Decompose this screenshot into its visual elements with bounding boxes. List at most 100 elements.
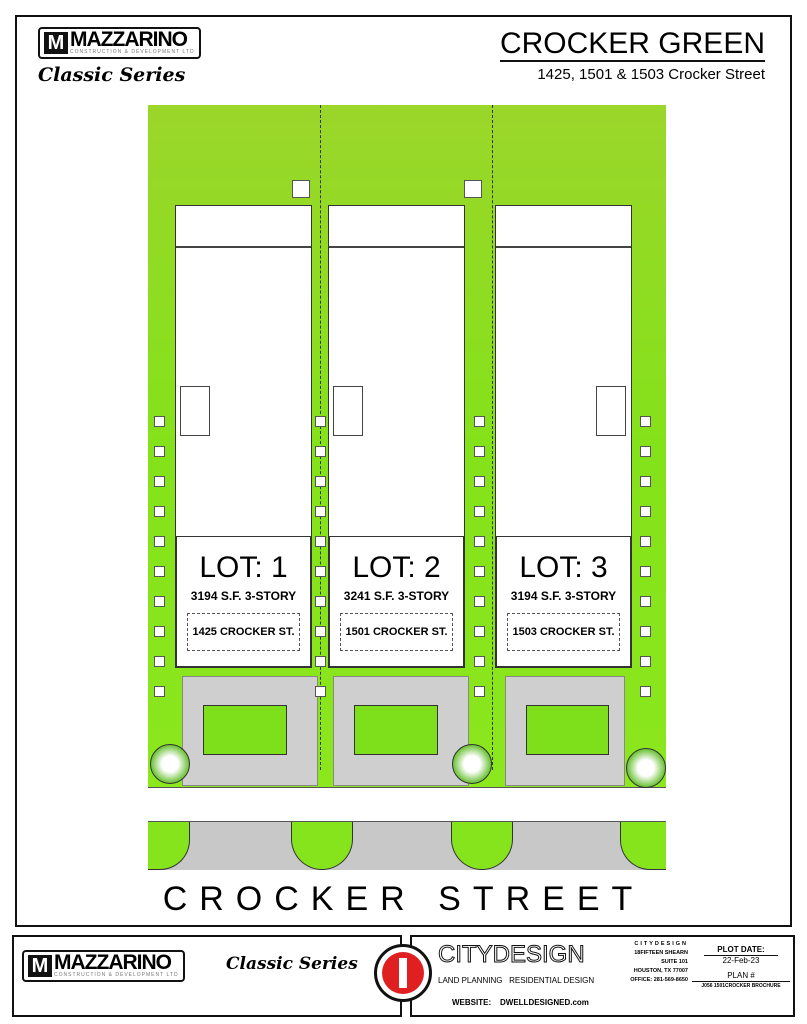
series-label: Classic Series — [38, 64, 186, 86]
wall — [496, 246, 631, 248]
utility-box — [464, 180, 482, 198]
utility-box — [292, 180, 310, 198]
stair — [333, 386, 363, 436]
planter-square — [315, 536, 326, 547]
company-name: MAZZARINO — [70, 28, 188, 51]
driveway — [333, 676, 469, 786]
stair — [596, 386, 626, 436]
planter-square — [315, 566, 326, 577]
plan-label: PLAN # — [727, 971, 755, 980]
lot-area: 3241 S.F. 3-STORY — [343, 589, 450, 603]
company-sub: CONSTRUCTION & DEVELOPMENT LTD — [70, 49, 195, 55]
garage: LOT: 3 3194 S.F. 3-STORY 1503 CROCKER ST… — [496, 536, 631, 667]
street — [148, 822, 666, 870]
planter-square — [474, 596, 485, 607]
designer-name: CITYDESIGN — [438, 941, 586, 969]
plan-number: J056 1501CROCKER BROCHURE — [692, 981, 790, 990]
planter-square — [154, 566, 165, 577]
planter-square — [315, 656, 326, 667]
planter-square — [474, 566, 485, 577]
project-title: CROCKER GREEN — [499, 27, 765, 62]
planter-square — [640, 596, 651, 607]
tree-icon — [452, 744, 492, 784]
lot-area: 3194 S.F. 3-STORY — [190, 589, 297, 603]
curb-planter — [291, 822, 353, 870]
planter-square — [474, 686, 485, 697]
planter-square — [474, 446, 485, 457]
designer-address: CITYDESIGN 18FIFTEEN SHEARN SUITE 101 HO… — [622, 940, 688, 985]
lot-line — [320, 105, 321, 770]
planter-square — [640, 536, 651, 547]
planter-square — [315, 506, 326, 517]
garage: LOT: 2 3241 S.F. 3-STORY 1501 CROCKER ST… — [329, 536, 464, 667]
planter-square — [154, 446, 165, 457]
website-link[interactable]: DWELLDESIGNED.com — [500, 998, 589, 1007]
planter-square — [640, 416, 651, 427]
street-name: CROCKER STREET — [162, 880, 645, 918]
planter-square — [154, 686, 165, 697]
wall — [329, 246, 464, 248]
curb-planter — [451, 822, 513, 870]
planter-square — [640, 476, 651, 487]
lot-line — [492, 105, 493, 770]
lot-address: 1501 CROCKER ST. — [340, 613, 453, 651]
planter-square — [640, 566, 651, 577]
planter-square — [154, 536, 165, 547]
designer-tagline: LAND PLANNING RESIDENTIAL DESIGN — [438, 976, 595, 985]
planter-square — [315, 446, 326, 457]
lot-address: 1503 CROCKER ST. — [507, 613, 620, 651]
house-lot-3: LOT: 3 3194 S.F. 3-STORY 1503 CROCKER ST… — [495, 205, 632, 668]
planter-square — [640, 656, 651, 667]
planter — [526, 705, 609, 755]
lot-area: 3194 S.F. 3-STORY — [510, 589, 617, 603]
m-logo-icon: M — [28, 955, 52, 977]
project-address: 1425, 1501 & 1503 Crocker Street — [537, 66, 765, 83]
planter-square — [474, 506, 485, 517]
planter-square — [154, 416, 165, 427]
m-logo-icon: M — [44, 32, 68, 54]
planter — [203, 705, 287, 755]
driveway — [182, 676, 318, 786]
planter-square — [154, 656, 165, 667]
lot-label: LOT: 1 — [199, 551, 288, 584]
planter-square — [315, 476, 326, 487]
planter-square — [640, 626, 651, 637]
sidewalk — [148, 787, 666, 822]
stair — [180, 386, 210, 436]
planter-square — [154, 626, 165, 637]
address-line: 18FIFTEEN SHEARN — [634, 950, 688, 956]
planter-square — [640, 506, 651, 517]
plot-info: PLOT DATE: 22-Feb-23 PLAN # J056 1501CRO… — [692, 945, 790, 990]
lot-label: LOT: 3 — [519, 551, 608, 584]
plot-date: 22-Feb-23 — [704, 955, 778, 966]
planter-square — [474, 626, 485, 637]
driveway — [505, 676, 625, 786]
citydesign-logo-icon — [374, 944, 432, 1002]
lot-address: 1425 CROCKER ST. — [187, 613, 300, 651]
footer-company: MAZZARINO — [54, 951, 172, 974]
planter-square — [154, 506, 165, 517]
designer-small: CITYDESIGN — [634, 941, 688, 947]
wall — [176, 246, 311, 248]
planter — [354, 705, 438, 755]
footer-series: Classic Series — [226, 954, 358, 974]
house-lot-2: LOT: 2 3241 S.F. 3-STORY 1501 CROCKER ST… — [328, 205, 465, 668]
planter-square — [640, 686, 651, 697]
planter-square — [315, 626, 326, 637]
website-label: WEBSITE: — [452, 998, 492, 1007]
lot-label: LOT: 2 — [352, 551, 441, 584]
planter-square — [474, 476, 485, 487]
plot-date-label: PLOT DATE: — [717, 945, 765, 954]
planter-square — [154, 596, 165, 607]
address-line: SUITE 101 — [661, 959, 688, 965]
planter-square — [315, 416, 326, 427]
planter-square — [315, 596, 326, 607]
footer-company-sub: CONSTRUCTION & DEVELOPMENT LTD — [54, 972, 179, 978]
planter-square — [154, 476, 165, 487]
house-lot-1: LOT: 1 3194 S.F. 3-STORY 1425 CROCKER ST… — [175, 205, 312, 668]
tree-icon — [626, 748, 666, 788]
address-line: HOUSTON, TX 77007 — [633, 968, 688, 974]
planter-square — [474, 536, 485, 547]
